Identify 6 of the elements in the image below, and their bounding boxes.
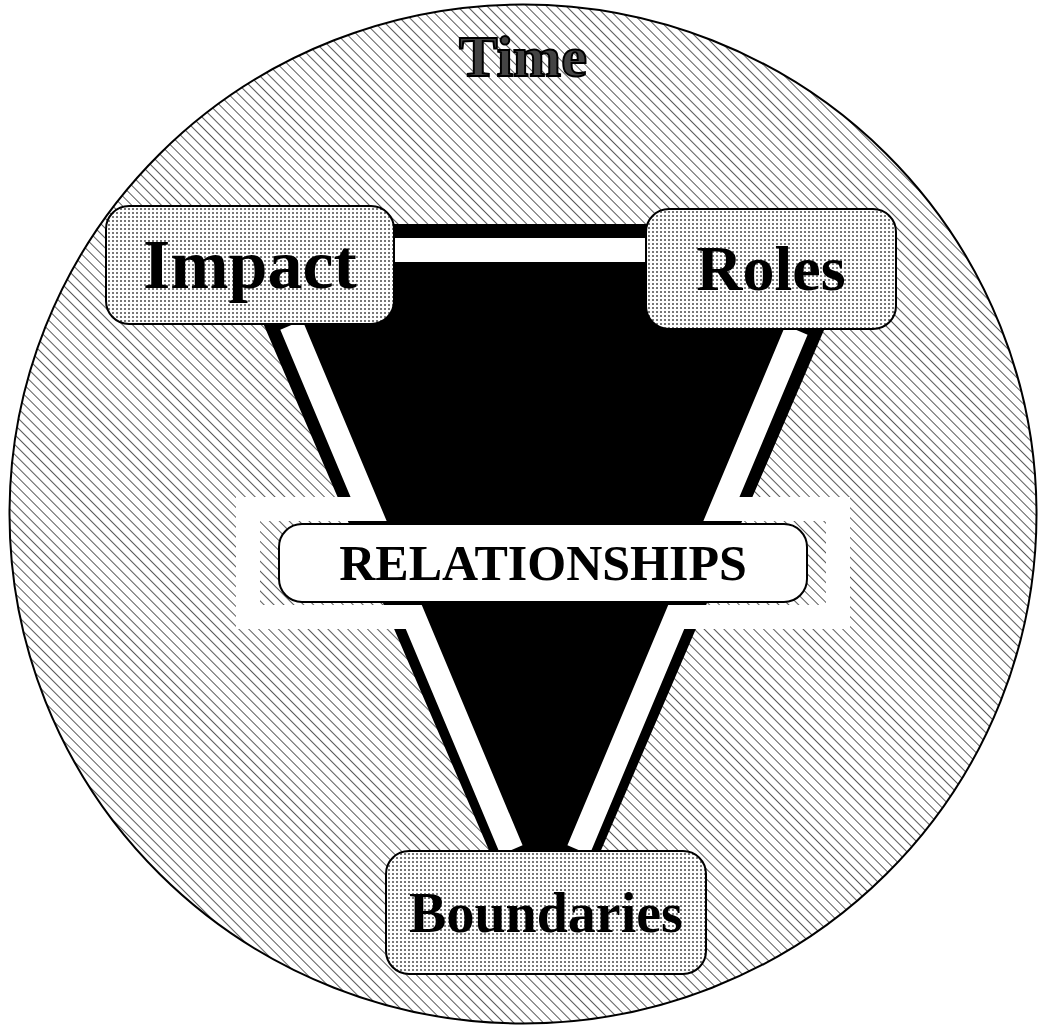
rounded-label-box: Boundaries bbox=[385, 850, 707, 975]
rounded-label-box: Impact bbox=[105, 205, 395, 325]
rounded-label-box: RELATIONSHIPS bbox=[278, 523, 808, 603]
band-connector bbox=[395, 238, 645, 262]
hatched-circle bbox=[8, 3, 1038, 1025]
rounded-label-box: Roles bbox=[645, 208, 897, 330]
